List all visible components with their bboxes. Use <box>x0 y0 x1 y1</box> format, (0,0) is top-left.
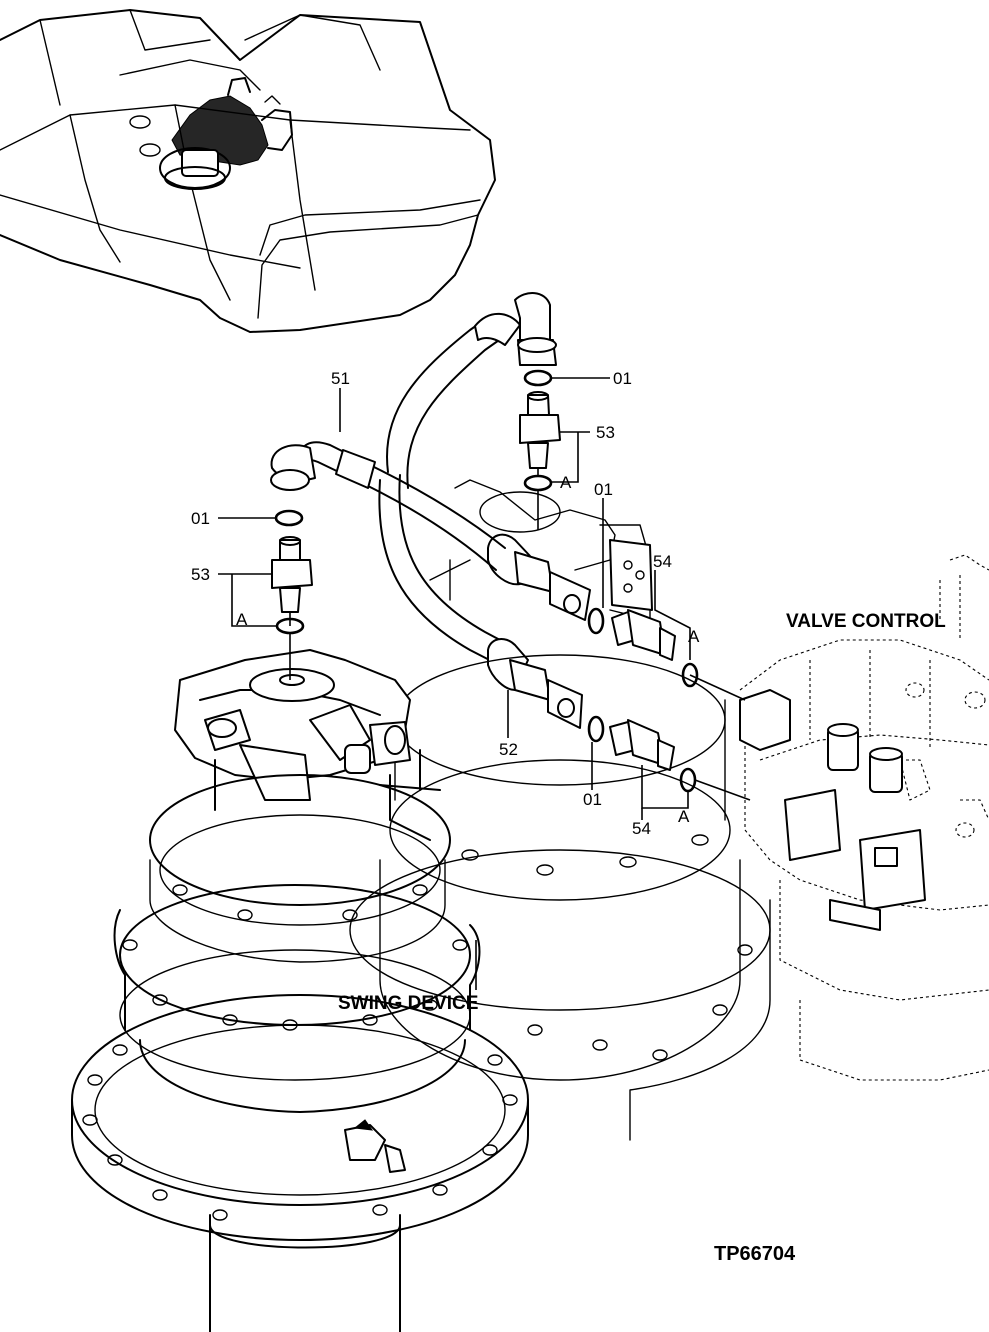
leader-lines <box>218 377 751 990</box>
valve-control-label: VALVE CONTROL <box>786 611 946 632</box>
callout-a-left: A <box>236 610 248 629</box>
callout-labels: 51 01 53 A 01 01 54 53 A A 52 01 A 54 <box>191 369 700 838</box>
top-elbow-fitting <box>514 292 557 366</box>
callout-a-valve-top: A <box>688 627 700 646</box>
adapter-54-top <box>587 607 699 688</box>
callout-a-right-top: A <box>560 473 572 492</box>
callout-a-valve-bottom: A <box>678 807 690 826</box>
front-flange-bolts <box>82 884 518 1221</box>
left-adapter-stack <box>271 509 313 680</box>
callout-54-bottom: 54 <box>632 819 651 838</box>
right-top-adapter-stack <box>519 369 561 530</box>
callout-01-left: 01 <box>191 509 210 528</box>
valve-control-assembly <box>739 554 989 1081</box>
callout-01-mid: 01 <box>594 480 613 499</box>
swing-device-assembly <box>71 479 771 1332</box>
callout-54-top: 54 <box>653 552 672 571</box>
callout-51: 51 <box>331 369 350 388</box>
hose-52 <box>378 474 591 729</box>
callout-52: 52 <box>499 740 518 759</box>
swing-device-label: SWING DEVICE <box>338 993 478 1014</box>
callout-53-left: 53 <box>191 565 210 584</box>
figure-code-label: TP66704 <box>714 1243 796 1265</box>
callout-53-right: 53 <box>596 423 615 442</box>
adapter-54-bottom <box>587 715 697 793</box>
callout-01-bottom: 01 <box>583 790 602 809</box>
rear-flange-bolts <box>461 834 753 1061</box>
machine-locator-view <box>0 9 496 333</box>
callout-01-top-right: 01 <box>613 369 632 388</box>
hose-51 <box>270 312 521 571</box>
